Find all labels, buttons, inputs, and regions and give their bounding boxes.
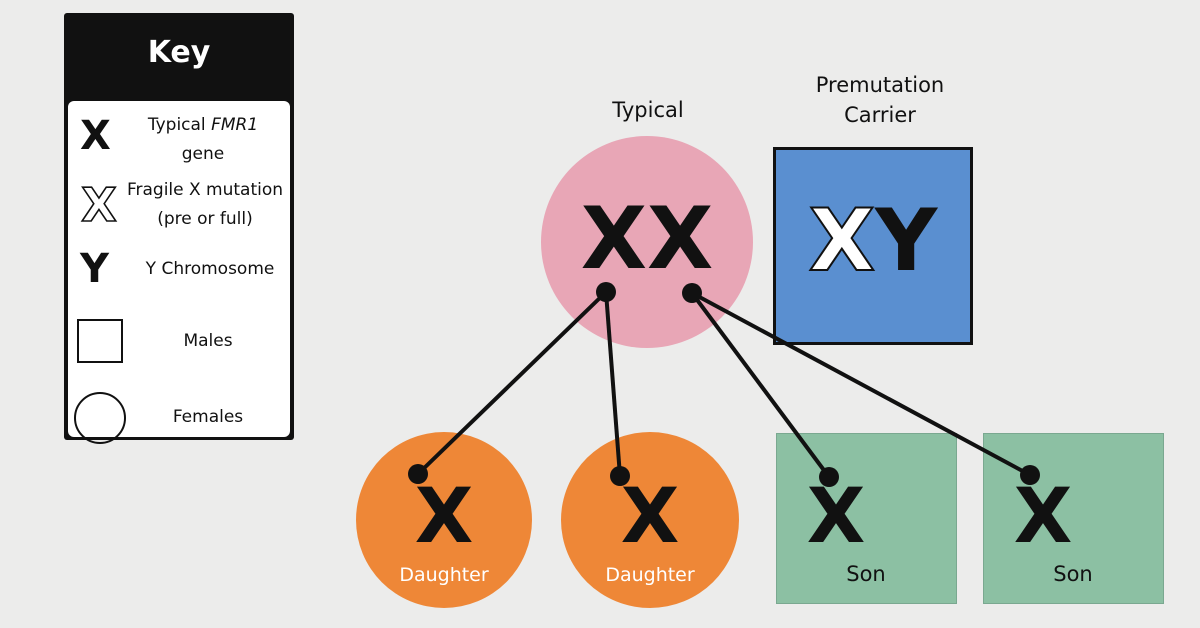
daughter-2-dot <box>610 466 630 486</box>
circle-icon <box>74 392 126 444</box>
key-title: Key <box>147 35 211 70</box>
key-item-males: Males <box>183 331 233 351</box>
key-item-typical-gene: Typical FMR1 gene <box>147 115 259 164</box>
mother-label: Typical <box>612 98 684 122</box>
daughter-1-label: Daughter <box>399 564 489 586</box>
son-2-square <box>983 433 1164 604</box>
key-panel: Key X Typical FMR1 gene X Fragile X muta… <box>64 13 294 444</box>
daughter-2-chromosome: X <box>620 471 680 560</box>
father-square <box>773 147 973 345</box>
line-to-son-1 <box>690 291 831 479</box>
father-chromosomes: XY <box>773 197 973 285</box>
svg-text:X: X <box>81 183 116 225</box>
son-1-label: Son <box>846 562 886 586</box>
key-item-y-chromosome: Y Chromosome <box>145 259 275 279</box>
daughter-2-circle <box>561 432 739 608</box>
y-black-icon: Y <box>80 246 109 292</box>
daughter-1-circle <box>356 432 532 608</box>
x-black-icon: X <box>80 113 111 159</box>
mother-dot-left <box>596 282 616 302</box>
line-to-daughter-1 <box>416 290 608 476</box>
father-x-fragile: X <box>808 191 876 291</box>
x-outline-icon: X <box>79 177 119 233</box>
daughter-1-chromosome: X <box>414 471 474 560</box>
key-body: X Typical FMR1 gene X Fragile X mutation… <box>68 101 290 444</box>
key-item-females: Females <box>172 407 244 427</box>
mother-circle <box>541 136 753 348</box>
mother-dot-right <box>682 283 702 303</box>
son-1-chromosome: X <box>806 471 866 560</box>
square-icon <box>77 319 123 363</box>
son-2-dot <box>1020 465 1040 485</box>
father-label: Premutation Carrier <box>815 73 945 127</box>
line-to-daughter-2 <box>604 291 622 477</box>
son-1-square <box>776 433 957 604</box>
son-2-chromosome: X <box>1013 471 1073 560</box>
father-y: Y <box>875 191 938 291</box>
mother-chromosomes: XX <box>580 189 714 289</box>
son-1-dot <box>819 467 839 487</box>
daughter-1-dot <box>408 464 428 484</box>
son-2-label: Son <box>1053 562 1093 586</box>
daughter-2-label: Daughter <box>605 564 695 586</box>
line-to-son-2 <box>691 291 1031 477</box>
key-item-fragile-x: Fragile X mutation (pre or full) <box>126 180 284 229</box>
